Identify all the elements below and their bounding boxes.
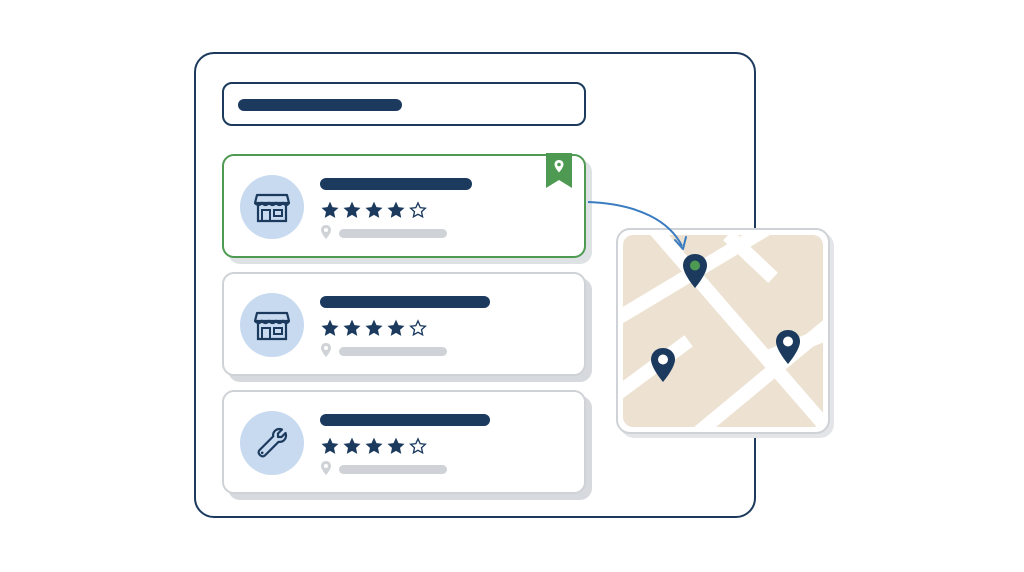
result-title-bar [320, 414, 490, 426]
storefront-icon [254, 311, 290, 341]
result-title-bar [320, 296, 490, 308]
star-filled-icon [365, 319, 383, 336]
rating-stars [320, 436, 428, 458]
result-avatar [240, 293, 304, 357]
map-pin[interactable] [648, 346, 678, 384]
star-empty-icon [409, 319, 427, 337]
result-title-bar [320, 178, 472, 190]
location-pin-icon [321, 225, 331, 239]
star-filled-icon [343, 201, 361, 218]
location-pin-icon [321, 461, 331, 475]
map-thumbnail[interactable] [616, 228, 830, 434]
result-avatar [240, 175, 304, 239]
star-filled-icon [321, 201, 339, 218]
star-filled-icon [321, 437, 339, 454]
result-card-1[interactable] [222, 153, 586, 258]
result-card-2[interactable] [222, 272, 586, 376]
bookmark-pin-icon[interactable] [546, 153, 572, 189]
map-pin-highlighted[interactable] [680, 252, 710, 290]
star-filled-icon [387, 201, 405, 218]
wrench-icon [257, 427, 288, 458]
location-pin-icon [321, 343, 331, 357]
map-pin[interactable] [773, 328, 803, 366]
star-filled-icon [387, 437, 405, 454]
search-input[interactable] [222, 82, 586, 126]
address-bar [339, 465, 447, 474]
address-bar [339, 229, 447, 238]
star-filled-icon [365, 437, 383, 454]
star-filled-icon [387, 319, 405, 336]
star-empty-icon [409, 201, 427, 219]
star-empty-icon [409, 437, 427, 455]
search-value [224, 84, 225, 85]
star-filled-icon [343, 319, 361, 336]
rating-stars [320, 318, 428, 340]
result-avatar [240, 411, 304, 475]
star-filled-icon [343, 437, 361, 454]
result-card-3[interactable] [222, 390, 586, 494]
star-filled-icon [365, 201, 383, 218]
address-bar [339, 347, 447, 356]
star-filled-icon [321, 319, 339, 336]
rating-stars [320, 200, 428, 222]
storefront-icon [254, 193, 290, 223]
search-placeholder-bar [238, 99, 402, 111]
